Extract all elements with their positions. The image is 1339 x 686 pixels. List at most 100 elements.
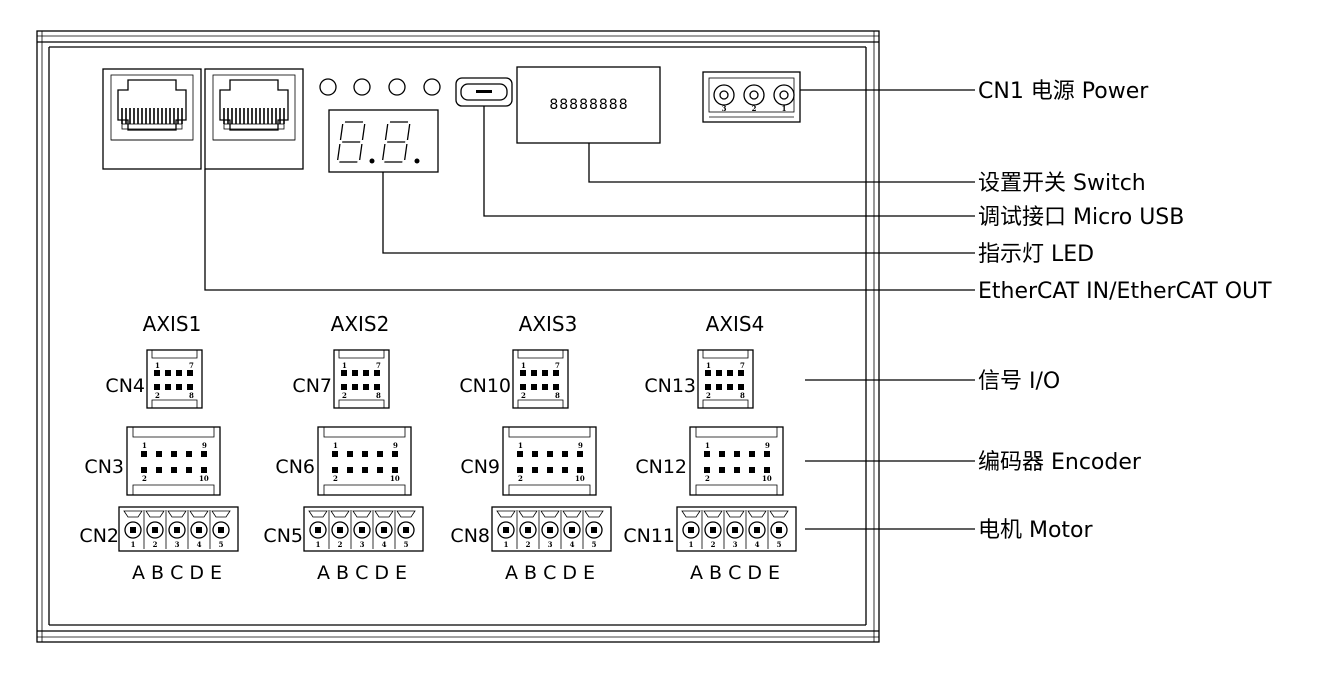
- signal-pin: [374, 384, 380, 390]
- signal-pin-label: 8: [555, 391, 560, 400]
- signal-pin: [716, 370, 722, 376]
- axis-title: AXIS4: [706, 312, 765, 336]
- motor-pin-label: 4: [382, 540, 387, 549]
- motor-connector-label: CN5: [263, 525, 303, 547]
- power-pin-label: 2: [752, 104, 757, 113]
- encoder-pin: [532, 467, 538, 473]
- signal-pin-label: 7: [189, 361, 194, 370]
- motor-terminal-clamp: [584, 510, 604, 518]
- leader-lines: [204, 89, 975, 530]
- signal-pin: [553, 384, 559, 390]
- signal-pin: [187, 384, 193, 390]
- motor-pin-label: 5: [592, 540, 597, 549]
- motor-terminal-clamp: [496, 510, 516, 518]
- encoder-pin: [547, 467, 553, 473]
- motor-terminal: [397, 521, 415, 539]
- motor-terminal-screw: [218, 527, 224, 533]
- motor-terminal: [124, 521, 142, 539]
- encoder-connector-label: CN3: [84, 456, 124, 478]
- encoder-pin: [186, 451, 192, 457]
- signal-pin: [531, 384, 537, 390]
- motor-terminal-clamp: [145, 510, 165, 518]
- motor-terminal-clamp: [396, 510, 416, 518]
- encoder-pin: [547, 451, 553, 457]
- motor-terminal: [212, 521, 230, 539]
- signal-connector-latch: [151, 350, 198, 408]
- encoder-pin: [171, 451, 177, 457]
- motor-pin-label: 1: [131, 540, 136, 549]
- motor-terminal: [541, 521, 559, 539]
- encoder-pin: [719, 467, 725, 473]
- motor-terminal-clamp: [330, 510, 350, 518]
- signal-pin: [553, 370, 559, 376]
- signal-pin: [542, 384, 548, 390]
- signal-callout: 信号 I/O: [978, 369, 1060, 394]
- signal-pin-label: 2: [342, 391, 347, 400]
- motor-terminal-clamp: [374, 510, 394, 518]
- motor-connector-housing: [676, 506, 797, 552]
- signal-pin-label: 1: [342, 361, 347, 370]
- motor-terminal-screw: [688, 527, 694, 533]
- motor-terminal-screw: [710, 527, 716, 533]
- led-digit-2: [382, 121, 411, 163]
- motor-terminal-screw: [403, 527, 409, 533]
- motor-connector-housing: [303, 506, 424, 552]
- signal-pin: [531, 370, 537, 376]
- signal-pin-label: 8: [189, 391, 194, 400]
- led-display: [328, 109, 439, 173]
- motor-pin-letters: A B C D E: [132, 562, 222, 584]
- axis-title: AXIS3: [519, 312, 578, 336]
- led-leader-line: [382, 172, 975, 254]
- signal-pin: [363, 370, 369, 376]
- encoder-connector-housing: [502, 426, 597, 496]
- signal-pin: [341, 370, 347, 376]
- signal-pin: [341, 384, 347, 390]
- motor-connector-label: CN11: [623, 525, 675, 547]
- motor-pin-letters: A B C D E: [505, 562, 595, 584]
- encoder-pin: [517, 467, 523, 473]
- signal-pin: [352, 370, 358, 376]
- encoder-pin-label: 2: [518, 474, 523, 483]
- power-pin-label: 1: [782, 104, 787, 113]
- motor-terminal-screw: [130, 527, 136, 533]
- encoder-pin-label: 9: [202, 441, 207, 450]
- motor-terminal: [146, 521, 164, 539]
- encoder-pin: [517, 451, 523, 457]
- motor-terminal-clamp: [308, 510, 328, 518]
- encoder-pin: [186, 467, 192, 473]
- motor-pin-label: 3: [175, 540, 180, 549]
- motor-pin-label: 3: [548, 540, 553, 549]
- motor-terminal-clamp: [123, 510, 143, 518]
- led-decimal-point-2: [414, 158, 420, 164]
- motor-terminal-clamp: [540, 510, 560, 518]
- signal-pin: [176, 384, 182, 390]
- motor-terminal: [519, 521, 537, 539]
- encoder-pin-label: 1: [333, 441, 338, 450]
- signal-pin-label: 7: [555, 361, 560, 370]
- signal-pin: [165, 370, 171, 376]
- motor-callout: 电机 Motor: [978, 518, 1094, 543]
- signal-pin: [705, 384, 711, 390]
- signal-pin-label: 2: [521, 391, 526, 400]
- encoder-pin: [532, 451, 538, 457]
- motor-terminal-screw: [525, 527, 531, 533]
- motor-terminal-clamp: [211, 510, 231, 518]
- motor-terminal: [309, 521, 327, 539]
- encoder-connector-housing: [317, 426, 412, 496]
- encoder-pin: [749, 467, 755, 473]
- motor-pin-label: 3: [733, 540, 738, 549]
- motor-terminal-screw: [381, 527, 387, 533]
- motor-terminal-clamp: [725, 510, 745, 518]
- motor-terminal: [704, 521, 722, 539]
- motor-terminal-screw: [196, 527, 202, 533]
- motor-terminal-screw: [503, 527, 509, 533]
- encoder-connector-latch: [323, 427, 406, 495]
- ethercat-ports: [102, 68, 304, 170]
- signal-connector-housing: [697, 349, 754, 409]
- usb-leader-line: [483, 106, 975, 217]
